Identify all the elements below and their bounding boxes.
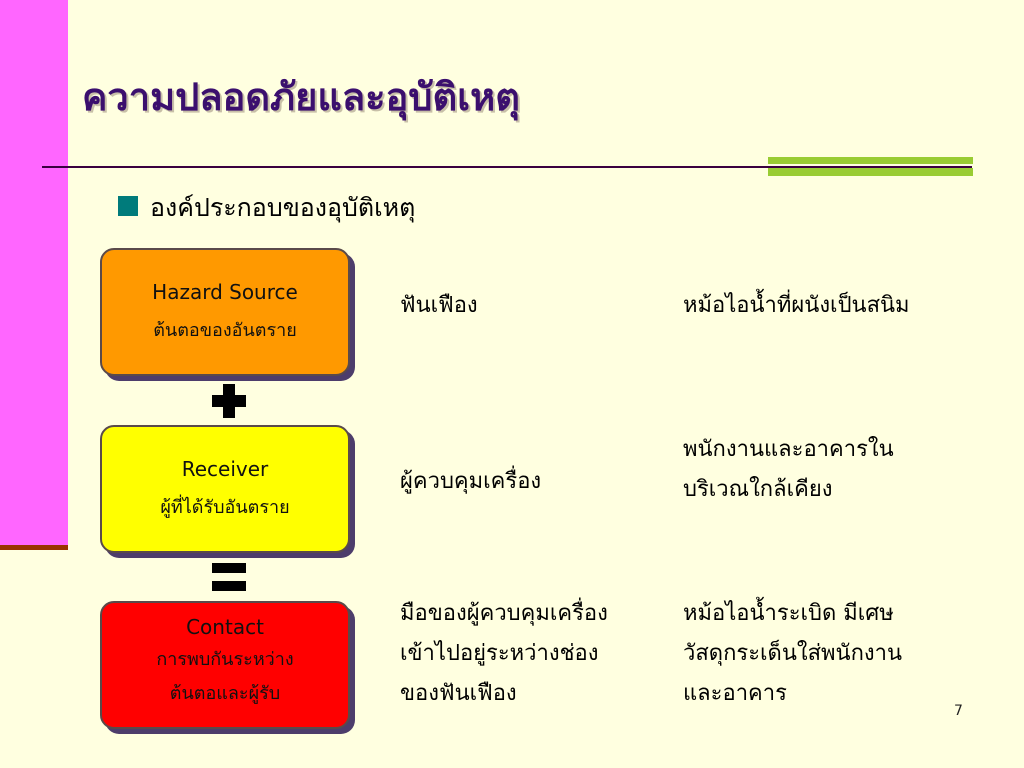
example-contact-2: หม้อไอน้ำระเบิด มีเศษ วัสดุกระเด็นใส่พนั…: [683, 594, 902, 714]
slide-title: ความปลอดภัยและอุบัติเหตุ: [82, 74, 520, 119]
left-accent-rule: [0, 545, 68, 550]
example-line: หม้อไอน้ำที่ผนังเป็นสนิม: [683, 293, 910, 318]
example-line: มือของผู้ควบคุมเครื่อง: [400, 601, 608, 626]
page-number: 7: [954, 703, 963, 719]
example-line: เข้าไปอยู่ระหว่างช่อง: [400, 641, 599, 666]
contact-box: Contact การพบกันระหว่าง ต้นตอและผู้รับ: [100, 601, 350, 729]
contact-thai-line1: การพบกันระหว่าง: [156, 649, 294, 670]
example-receiver-1: ผู้ควบคุมเครื่อง: [400, 462, 541, 502]
example-contact-1: มือของผู้ควบคุมเครื่อง เข้าไปอยู่ระหว่าง…: [400, 594, 608, 714]
accent-stripe: [768, 157, 973, 179]
example-line: บริเวณใกล้เคียง: [683, 477, 833, 502]
example-line: หม้อไอน้ำระเบิด มีเศษ: [683, 601, 894, 626]
receiver-label: Receiver: [181, 457, 269, 481]
hazard-source-box: Hazard Source ต้นตอของอันตราย: [100, 248, 350, 376]
hazard-source-thai: ต้นตอของอันตราย: [153, 320, 297, 341]
title-divider: [42, 166, 972, 168]
left-accent-bar: [0, 0, 68, 545]
contact-thai-line2: ต้นตอและผู้รับ: [169, 683, 281, 704]
example-receiver-2: พนักงานและอาคารใน บริเวณใกล้เคียง: [683, 430, 894, 510]
equals-icon: [212, 563, 246, 591]
contact-label: Contact: [186, 615, 264, 639]
square-bullet-icon: [118, 196, 138, 216]
example-line: พนักงานและอาคารใน: [683, 437, 894, 462]
bullet-text: องค์ประกอบของอุบัติเหตุ: [150, 193, 416, 222]
receiver-thai: ผู้ที่ได้รับอันตราย: [160, 497, 290, 518]
example-line: ผู้ควบคุมเครื่อง: [400, 469, 542, 494]
example-line: ของฟันเฟือง: [400, 681, 517, 706]
example-line: วัสดุกระเด็นใส่พนักงาน: [683, 641, 903, 666]
example-hazard-1: ฟันเฟือง: [400, 286, 478, 326]
example-line: ฟันเฟือง: [400, 293, 478, 318]
example-line: และอาคาร: [683, 681, 787, 706]
plus-icon: [212, 384, 246, 418]
example-hazard-2: หม้อไอน้ำที่ผนังเป็นสนิม: [683, 286, 910, 326]
hazard-source-label: Hazard Source: [152, 280, 298, 304]
receiver-box: Receiver ผู้ที่ได้รับอันตราย: [100, 425, 350, 553]
